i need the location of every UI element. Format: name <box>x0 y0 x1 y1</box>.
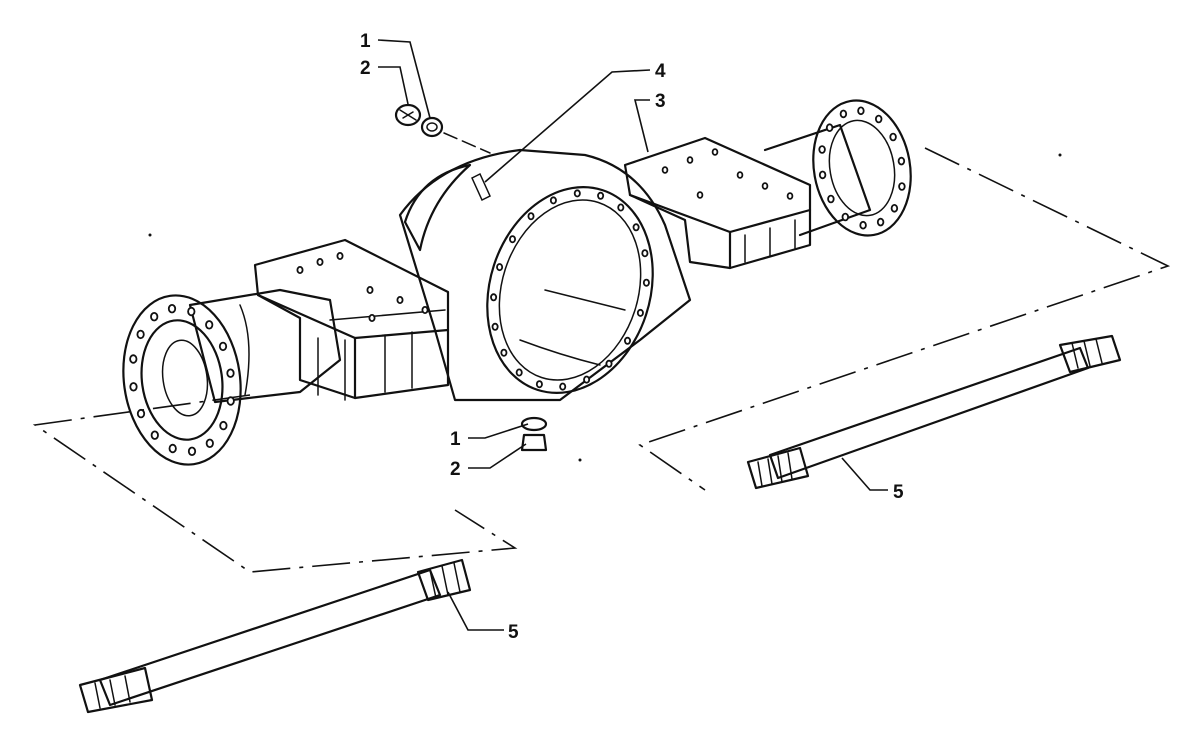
callout-5-right: 5 <box>893 482 904 503</box>
bolt-hole <box>624 336 632 345</box>
bolt-hole <box>857 106 865 116</box>
bolt-hole <box>573 189 581 198</box>
bolt-hole <box>187 306 196 317</box>
bolt-hole <box>136 408 146 419</box>
bolt-hole <box>136 329 145 340</box>
bolt-hole <box>642 278 650 287</box>
bolt-hole <box>508 235 516 244</box>
bolt-hole <box>736 171 744 179</box>
bolt-hole <box>515 368 523 377</box>
bolt-hole <box>535 380 543 389</box>
bolt-hole <box>897 156 906 166</box>
bolt-hole <box>500 348 508 357</box>
bolt-hole <box>490 293 498 302</box>
bolt-hole <box>686 156 694 164</box>
bolt-hole <box>898 182 906 191</box>
bolt-hole <box>786 192 794 200</box>
callout-1-bottom: 1 <box>450 429 461 450</box>
bolt-hole <box>827 194 835 204</box>
bolt-hole <box>205 438 214 448</box>
top-washer <box>420 116 444 138</box>
bolt-hole <box>641 249 649 258</box>
bolt-hole <box>150 312 159 322</box>
assembly-plane-right <box>638 147 1171 491</box>
scan-speck <box>578 458 582 462</box>
bolt-hole <box>496 263 504 272</box>
callout-4: 4 <box>655 61 666 82</box>
bolt-hole <box>818 145 826 154</box>
bolt-hole <box>549 196 557 205</box>
bolt-hole <box>396 295 404 304</box>
left-wheel-flange <box>122 294 242 466</box>
bolt-hole <box>605 359 613 368</box>
callout-2-bottom: 2 <box>450 459 461 480</box>
bolt-hole <box>421 305 429 314</box>
bolt-hole <box>839 109 848 119</box>
bolt-hole <box>205 320 214 330</box>
differential-banjo <box>398 148 692 402</box>
bolt-hole <box>219 420 228 431</box>
bolt-hole <box>632 223 640 232</box>
bolt-hole <box>597 191 605 200</box>
right-spring-pad <box>623 136 812 270</box>
assembly-plane-left <box>32 394 518 573</box>
axle-housing <box>122 99 912 466</box>
bolt-hole <box>711 148 719 156</box>
scan-speck <box>1058 153 1062 157</box>
bolt-hole <box>226 368 235 378</box>
bolt-holes <box>129 106 906 456</box>
callout-3: 3 <box>655 91 666 112</box>
bottom-drain-plug <box>520 433 548 452</box>
leader-lines <box>377 39 888 631</box>
bolt-hole <box>636 308 644 317</box>
bolt-hole <box>366 285 374 294</box>
bolt-hole <box>368 313 376 322</box>
scan-speck <box>148 233 152 237</box>
bolt-hole <box>187 446 197 456</box>
bolt-hole <box>168 443 177 454</box>
bolt-hole <box>129 354 138 364</box>
bolt-hole <box>527 212 535 221</box>
bolt-hole <box>150 430 159 440</box>
bolt-hole <box>226 396 235 406</box>
bolt-hole <box>818 170 827 180</box>
top-drain-plug <box>394 103 422 127</box>
bolt-hole <box>218 341 228 352</box>
bolt-hole <box>296 265 304 274</box>
bolt-hole <box>875 114 883 124</box>
bolt-hole <box>696 191 704 199</box>
bolt-hole <box>167 304 177 314</box>
bolt-hole <box>316 257 324 266</box>
bolt-hole <box>859 220 867 230</box>
right-half-shaft <box>746 334 1122 490</box>
left-spring-pad <box>253 238 450 401</box>
bolt-hole <box>336 251 344 260</box>
bolt-hole <box>559 382 567 391</box>
bolt-hole <box>129 382 138 392</box>
breather-plug <box>471 172 491 202</box>
bolt-hole <box>583 375 591 384</box>
bolt-hole <box>890 204 899 213</box>
bolt-hole <box>889 132 897 142</box>
bolt-hole <box>491 322 499 331</box>
bolt-hole <box>617 203 625 212</box>
bottom-washer <box>520 416 548 432</box>
callout-1-top: 1 <box>360 31 371 52</box>
callout-2-top: 2 <box>360 58 371 79</box>
bolt-hole <box>825 123 834 132</box>
bolt-hole <box>876 217 885 227</box>
bolt-hole <box>841 212 849 222</box>
right-wheel-flange <box>812 99 912 237</box>
left-half-shaft <box>78 558 472 714</box>
bolt-hole <box>761 182 769 190</box>
callout-5-left: 5 <box>508 622 519 643</box>
bolt-hole <box>661 166 669 174</box>
